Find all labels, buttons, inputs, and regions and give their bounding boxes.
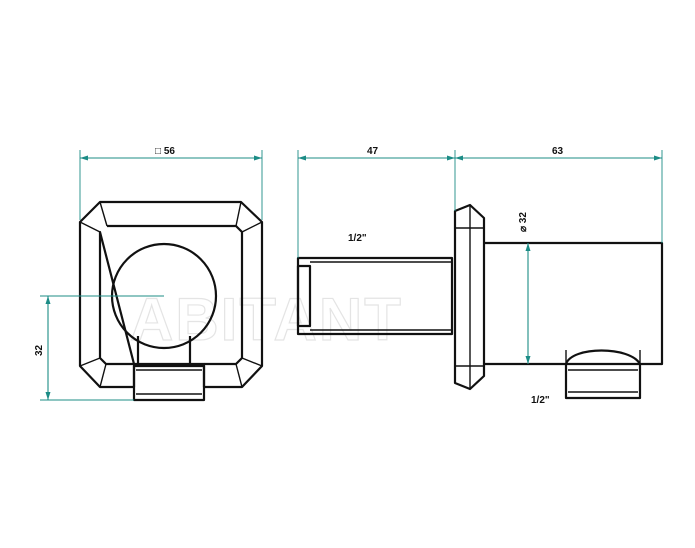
label-front-height: 32 xyxy=(34,344,45,356)
front-threaded-outlet xyxy=(132,362,206,402)
arrow-front-width-left xyxy=(80,155,88,161)
bevel-corner-bl xyxy=(79,357,101,367)
label-side-length: 63 xyxy=(552,146,564,157)
arrow-front-height-top xyxy=(45,296,51,304)
rear-pipe-thread-tip xyxy=(296,264,312,328)
bevel-corner-tl2 xyxy=(79,221,101,233)
bevel-corner-br2 xyxy=(235,363,243,388)
callout-rear-thread: 1/2" xyxy=(348,233,367,244)
dimension-side-depth: 47 xyxy=(297,146,456,258)
side-outlet-saddle xyxy=(564,349,641,365)
arrow-front-height-bottom xyxy=(45,392,51,400)
bevel-corner-bl2 xyxy=(99,363,107,388)
bevel-corner-tr xyxy=(235,201,242,227)
side-view xyxy=(296,203,664,400)
bevel-corner-tl xyxy=(99,201,108,227)
arrow-side-diameter-top xyxy=(525,243,531,251)
arrow-side-length-left xyxy=(455,155,463,161)
bevel-corner-tr2 xyxy=(241,221,263,233)
dimension-side-diameter: ⌀ 32 xyxy=(518,212,531,364)
label-side-depth: 47 xyxy=(367,146,379,157)
side-cylinder-body xyxy=(482,241,664,366)
dimension-side-length: 63 xyxy=(455,146,663,243)
dimension-front-height: 32 xyxy=(34,295,164,401)
arrow-front-width-right xyxy=(254,155,262,161)
label-front-width: □ 56 xyxy=(155,146,175,157)
watermark: ABITANT xyxy=(130,286,403,353)
side-threaded-outlet xyxy=(564,362,642,400)
label-side-diameter: ⌀ 32 xyxy=(518,212,529,232)
arrow-side-diameter-bottom xyxy=(525,356,531,364)
arrow-side-depth-left xyxy=(298,155,306,161)
dimension-front-width: □ 56 xyxy=(79,146,263,220)
bevel-corner-br xyxy=(241,357,263,367)
front-outlet-neck xyxy=(136,336,192,364)
callout-outlet-thread: 1/2" xyxy=(531,395,550,406)
arrow-side-depth-right xyxy=(447,155,455,161)
arrow-side-length-right xyxy=(654,155,662,161)
